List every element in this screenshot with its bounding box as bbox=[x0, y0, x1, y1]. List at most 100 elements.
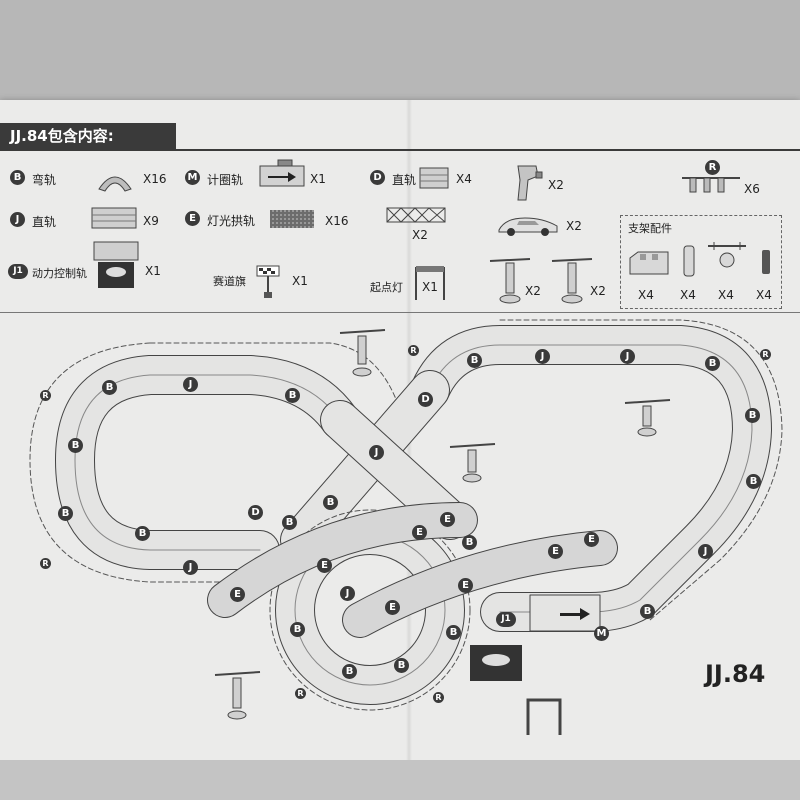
part-name-lap-counter: 计圈轨 bbox=[207, 173, 244, 187]
layout-badge-e: E bbox=[458, 578, 473, 593]
layout-badge-r: R bbox=[408, 345, 419, 356]
layout-badge-r: R bbox=[40, 390, 51, 401]
support-stand-icon bbox=[551, 258, 593, 304]
layout-badge-j: J bbox=[369, 445, 384, 460]
light-arch-track-icon bbox=[270, 210, 314, 228]
hand-controller-icon bbox=[517, 165, 543, 201]
layout-badge-b: B bbox=[467, 353, 482, 368]
support-parts-title: 支架配件 bbox=[628, 222, 672, 235]
lap-counter-track-icon bbox=[259, 159, 305, 187]
part-name-power-track: 动力控制轨 bbox=[32, 267, 87, 280]
layout-badge-r: R bbox=[40, 558, 51, 569]
layout-badge-b: B bbox=[462, 535, 477, 550]
straight-track-short-icon bbox=[419, 167, 449, 189]
layout-badge-r: R bbox=[433, 692, 444, 703]
support-bracket-icon bbox=[708, 242, 746, 268]
layout-badge-r: R bbox=[295, 688, 306, 699]
part-name-start-light: 起点灯 bbox=[370, 281, 403, 294]
badge-j: J bbox=[10, 212, 25, 227]
track-clip-icon bbox=[682, 177, 740, 193]
layout-badge-j: J bbox=[698, 544, 713, 559]
layout-badge-j1: J1 bbox=[496, 612, 516, 627]
layout-badge-b: B bbox=[394, 658, 409, 673]
truss-bridge-icon bbox=[386, 207, 446, 223]
part-qty-car: X2 bbox=[566, 219, 582, 233]
support-column-icon bbox=[683, 245, 695, 277]
layout-badge-j: J bbox=[183, 560, 198, 575]
layout-badge-j: J bbox=[340, 586, 355, 601]
part-qty-controller: X2 bbox=[548, 178, 564, 192]
layout-badge-b: B bbox=[745, 408, 760, 423]
model-label: JJ.84 bbox=[705, 660, 766, 688]
layout-badge-e: E bbox=[584, 532, 599, 547]
layout-badge-b: B bbox=[446, 625, 461, 640]
layout-badge-b: B bbox=[102, 380, 117, 395]
layout-badge-b: B bbox=[323, 495, 338, 510]
part-name-light-arch: 灯光拱轨 bbox=[207, 214, 256, 228]
background-bottom bbox=[0, 760, 800, 800]
support-stand-icon bbox=[489, 258, 531, 304]
section-divider bbox=[0, 312, 800, 313]
straight-track-icon bbox=[91, 207, 137, 229]
header-rule bbox=[0, 149, 800, 151]
part-qty-straight-short: X4 bbox=[456, 172, 472, 186]
badge-j1: J1 bbox=[8, 264, 28, 279]
part-name-straight: 直轨 bbox=[32, 215, 57, 229]
curved-track-icon bbox=[98, 176, 132, 192]
support-qty-pin: X4 bbox=[756, 288, 772, 302]
contents-title: JJ.84包含内容: bbox=[0, 123, 176, 149]
support-qty-column: X4 bbox=[680, 288, 696, 302]
layout-badge-j: J bbox=[535, 349, 550, 364]
layout-badge-b: B bbox=[705, 356, 720, 371]
part-qty-support-stand-a: X2 bbox=[525, 284, 541, 298]
support-qty-bracket: X4 bbox=[718, 288, 734, 302]
part-name-straight-short: 直轨 bbox=[392, 173, 417, 187]
layout-badge-d: D bbox=[248, 505, 263, 520]
layout-badge-r: R bbox=[760, 349, 771, 360]
layout-badge-e: E bbox=[440, 512, 455, 527]
layout-badge-e: E bbox=[317, 558, 332, 573]
part-qty-race-flag: X1 bbox=[292, 274, 308, 288]
layout-badge-b: B bbox=[68, 438, 83, 453]
part-qty-bridge: X2 bbox=[412, 228, 428, 242]
race-car-icon bbox=[498, 217, 558, 236]
support-qty-base: X4 bbox=[638, 288, 654, 302]
layout-badge-b: B bbox=[285, 388, 300, 403]
start-light-icon bbox=[415, 266, 445, 300]
part-qty-power-track: X1 bbox=[145, 264, 161, 278]
part-qty-start-light: X1 bbox=[422, 280, 438, 294]
part-qty-lap-counter: X1 bbox=[310, 172, 326, 186]
part-name-curved-track: 弯轨 bbox=[32, 173, 57, 187]
layout-badge-b: B bbox=[746, 474, 761, 489]
part-qty-light-arch: X16 bbox=[325, 214, 349, 228]
layout-badge-m: M bbox=[594, 626, 609, 641]
layout-badge-b: B bbox=[135, 526, 150, 541]
layout-badge-e: E bbox=[412, 525, 427, 540]
part-qty-straight: X9 bbox=[143, 214, 159, 228]
badge-m: M bbox=[185, 170, 200, 185]
layout-badge-j: J bbox=[183, 377, 198, 392]
layout-badge-b: B bbox=[342, 664, 357, 679]
part-name-race-flag: 赛道旗 bbox=[213, 275, 246, 288]
badge-b: B bbox=[10, 170, 25, 185]
layout-badge-j: J bbox=[620, 349, 635, 364]
layout-badge-e: E bbox=[548, 544, 563, 559]
layout-badge-b: B bbox=[640, 604, 655, 619]
support-base-icon bbox=[629, 251, 669, 275]
layout-badge-e: E bbox=[385, 600, 400, 615]
layout-badge-b: B bbox=[58, 506, 73, 521]
layout-badge-b: B bbox=[290, 622, 305, 637]
support-pin-icon bbox=[762, 250, 770, 274]
part-qty-support-stand-b: X2 bbox=[590, 284, 606, 298]
badge-r: R bbox=[705, 160, 720, 175]
part-qty-curved-track: X16 bbox=[143, 172, 167, 186]
support-parts-box bbox=[620, 215, 782, 309]
layout-badge-d: D bbox=[418, 392, 433, 407]
layout-badge-b: B bbox=[282, 515, 297, 530]
badge-d: D bbox=[370, 170, 385, 185]
part-qty-clip: X6 bbox=[744, 182, 760, 196]
power-control-track-icon bbox=[93, 241, 139, 288]
race-flag-icon bbox=[256, 265, 280, 298]
layout-badge-e: E bbox=[230, 587, 245, 602]
